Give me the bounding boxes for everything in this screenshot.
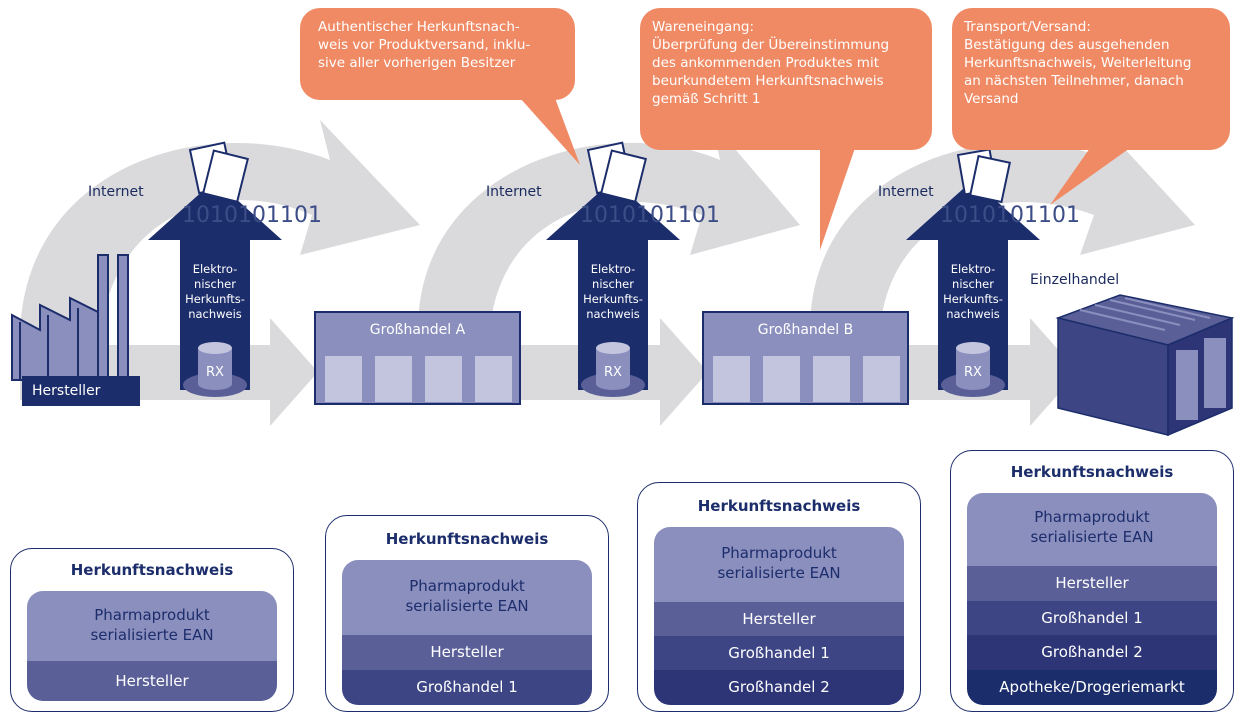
bubble-shape-2: [640, 8, 932, 150]
upload-arrow-1: [148, 180, 282, 390]
card-stack: Pharmaprodukt serialisierte EAN Herstell…: [654, 527, 904, 705]
card-row-grosshandel-1: Großhandel 1: [342, 670, 592, 705]
card-row-grosshandel-1: Großhandel 1: [967, 601, 1217, 635]
bubble-text-2: Wareneingang: Überprüfung der Übereinsti…: [652, 19, 890, 107]
card-product: Pharmaprodukt serialisierte EAN: [967, 493, 1217, 566]
internet-arc-2: [418, 122, 800, 330]
card-product: Pharmaprodukt serialisierte EAN: [654, 527, 904, 602]
card-row-apotheke: Apotheke/Drogeriemarkt: [967, 670, 1217, 705]
internet-arcs: [20, 120, 1195, 340]
bubble-text-1: Authentischer Herkunftsnach- weis vor Pr…: [318, 19, 531, 71]
binary-text-3: 1010101101: [940, 203, 1080, 228]
provenance-card-4: Herkunftsnachweis Pharmaprodukt serialis…: [950, 450, 1234, 712]
card-product: Pharmaprodukt serialisierte EAN: [27, 591, 277, 661]
rx-label-2: RX: [604, 365, 622, 380]
speech-bubbles: [300, 8, 1230, 250]
internet-label-2: Internet: [486, 184, 542, 200]
wholesaler-b-label: Großhandel B: [757, 322, 854, 338]
shipping-arrows: [20, 318, 1078, 426]
upload-arrow-2: [546, 180, 680, 390]
card-title: Herkunftsnachweis: [70, 561, 234, 579]
provenance-card-3: Herkunftsnachweis Pharmaprodukt serialis…: [637, 482, 921, 712]
binary-text-1: 1010101101: [182, 203, 322, 228]
rx-cylinder-3: [941, 342, 1005, 397]
card-stack: Pharmaprodukt serialisierte EAN Herstell…: [342, 560, 592, 705]
card-row-hersteller: Hersteller: [654, 602, 904, 636]
card-row-hersteller: Hersteller: [342, 635, 592, 670]
manufacturer-label: Hersteller: [22, 376, 140, 406]
wholesaler-b-box: [702, 311, 909, 405]
card-row-grosshandel-2: Großhandel 2: [654, 670, 904, 705]
rx-cylinders: [183, 342, 1005, 397]
card-title: Herkunftsnachweis: [1010, 463, 1174, 481]
rx-cylinder-2: [581, 342, 645, 397]
internet-arc-3: [810, 122, 1195, 330]
card-title: Herkunftsnachweis: [697, 497, 861, 515]
bubble-shape-1: [300, 8, 575, 100]
card-title: Herkunftsnachweis: [385, 530, 549, 548]
transfer-label-2: Elektro- nischer Herkunfts- nachweis: [583, 262, 643, 321]
card-row-grosshandel-2: Großhandel 2: [967, 635, 1217, 670]
retail-label: Einzelhandel: [1030, 272, 1120, 288]
internet-label-3: Internet: [878, 184, 934, 200]
wholesaler-a-label: Großhandel A: [369, 322, 466, 338]
binary-text-2: 1010101101: [580, 203, 720, 228]
rx-labels: RX RX RX: [206, 365, 982, 380]
upload-arrow-3: [906, 180, 1040, 390]
provenance-card-2: Herkunftsnachweis Pharmaprodukt serialis…: [325, 515, 609, 712]
transfer-label-3: Elektro- nischer Herkunfts- nachweis: [943, 262, 1003, 321]
card-stack: Pharmaprodukt serialisierte EAN Herstell…: [27, 591, 277, 701]
bubble-text-3: Transport/Versand: Bestätigung des ausge…: [964, 19, 1192, 107]
provenance-card-1: Herkunftsnachweis Pharmaprodukt serialis…: [10, 548, 294, 712]
documents-icons: [188, 141, 1011, 204]
card-row-grosshandel-1: Großhandel 1: [654, 636, 904, 670]
bubble-shape-3: [952, 8, 1230, 150]
binary-overlays: 1010101101 1010101101 1010101101: [182, 203, 1080, 228]
retail-container-icon: [1055, 294, 1235, 437]
card-row-hersteller: Hersteller: [27, 661, 277, 701]
card-product: Pharmaprodukt serialisierte EAN: [342, 560, 592, 635]
card-stack: Pharmaprodukt serialisierte EAN Herstell…: [967, 493, 1217, 705]
transfer-label-1: Elektro- nischer Herkunfts- nachweis: [185, 262, 245, 321]
wholesaler-a-box: [314, 311, 521, 405]
internet-label-1: Internet: [88, 184, 144, 200]
upload-arrows: [148, 180, 1040, 390]
rx-label-1: RX: [206, 365, 224, 380]
rx-label-3: RX: [964, 365, 982, 380]
card-row-hersteller: Hersteller: [967, 566, 1217, 601]
internet-arc-1: [20, 120, 420, 340]
rx-cylinder-1: [183, 342, 247, 397]
